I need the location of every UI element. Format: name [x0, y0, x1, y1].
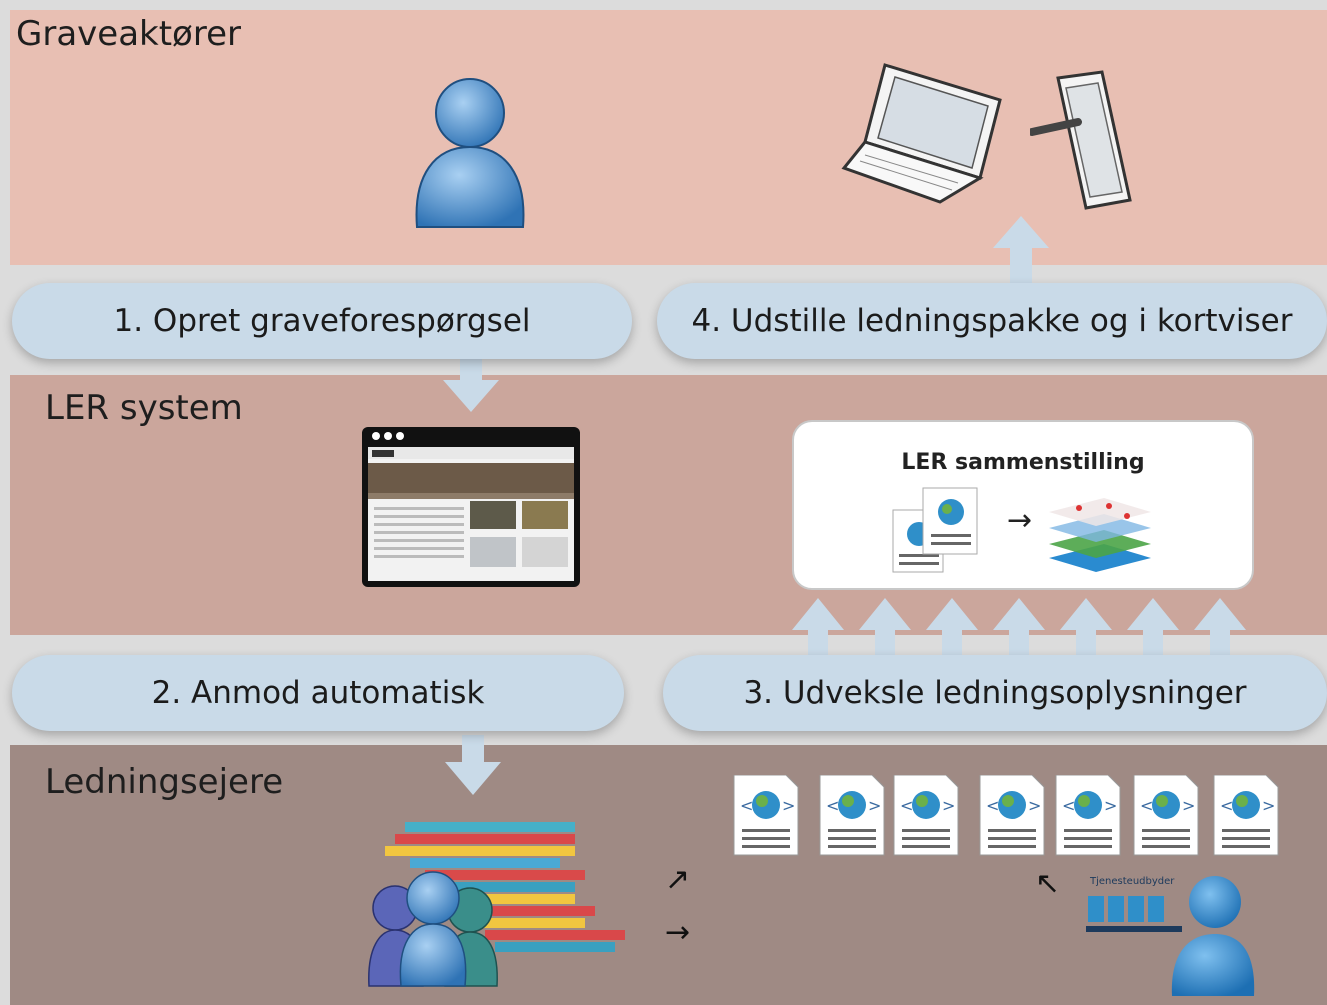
- service-provider-icon: [1086, 876, 1255, 996]
- document-icon-4: [979, 775, 1045, 856]
- step3-pill: 3. Udveksle ledningsoplysninger: [663, 655, 1327, 731]
- owners-group-icon: [368, 822, 625, 987]
- document-stack-icon: [892, 487, 978, 573]
- data-bars: [385, 822, 625, 952]
- ler-system-title: LER system: [45, 388, 243, 428]
- arrow-up-step4: [993, 216, 1049, 290]
- small-arrow-up-right-icon: ↗: [665, 862, 691, 897]
- laptop-icon: [841, 63, 1002, 204]
- person-icon: [415, 78, 525, 228]
- owner-documents: < >: [733, 775, 1279, 856]
- step3-label: 3. Udveksle ledningsoplysninger: [743, 675, 1247, 711]
- step2-label: 2. Anmod automatisk: [151, 675, 485, 711]
- arrow-down-step1: [443, 355, 499, 412]
- document-icon-5: [1055, 775, 1121, 856]
- small-arrow-right-icon: →: [665, 915, 691, 950]
- document-icon-7: [1213, 775, 1279, 856]
- document-icon-1: [733, 775, 799, 856]
- graveaktorer-title: Graveaktører: [16, 14, 241, 54]
- tablet-icon: [1030, 70, 1132, 210]
- ler-sammenstilling-title: LER sammenstilling: [901, 450, 1145, 475]
- step4-pill: 4. Udstille ledningspakke og i kortviser: [657, 283, 1327, 359]
- svg-text:→: →: [1007, 503, 1032, 538]
- ledningsejere-title: Ledningsejere: [45, 762, 284, 802]
- ler-website-thumbnail: [362, 427, 580, 587]
- document-icon-3: [893, 775, 959, 856]
- step1-label: 1. Opret graveforespørgsel: [113, 303, 531, 339]
- small-arrow-up-left-icon: ↖: [1035, 866, 1061, 901]
- step2-pill: 2. Anmod automatisk: [12, 655, 624, 731]
- document-icon-6: [1133, 775, 1199, 856]
- compilation-illustration: →: [892, 487, 1151, 573]
- map-layers-icon: [1049, 498, 1151, 572]
- arrow-down-step2: [445, 735, 501, 795]
- ler-sammenstilling-box: LER sammenstilling →: [792, 420, 1254, 590]
- service-provider-label: Tjenesteudbyder: [1090, 876, 1175, 887]
- arrows-up-step3: [792, 598, 1246, 660]
- step1-pill: 1. Opret graveforespørgsel: [12, 283, 632, 359]
- step4-label: 4. Udstille ledningspakke og i kortviser: [691, 303, 1293, 339]
- document-icon-2: [819, 775, 885, 856]
